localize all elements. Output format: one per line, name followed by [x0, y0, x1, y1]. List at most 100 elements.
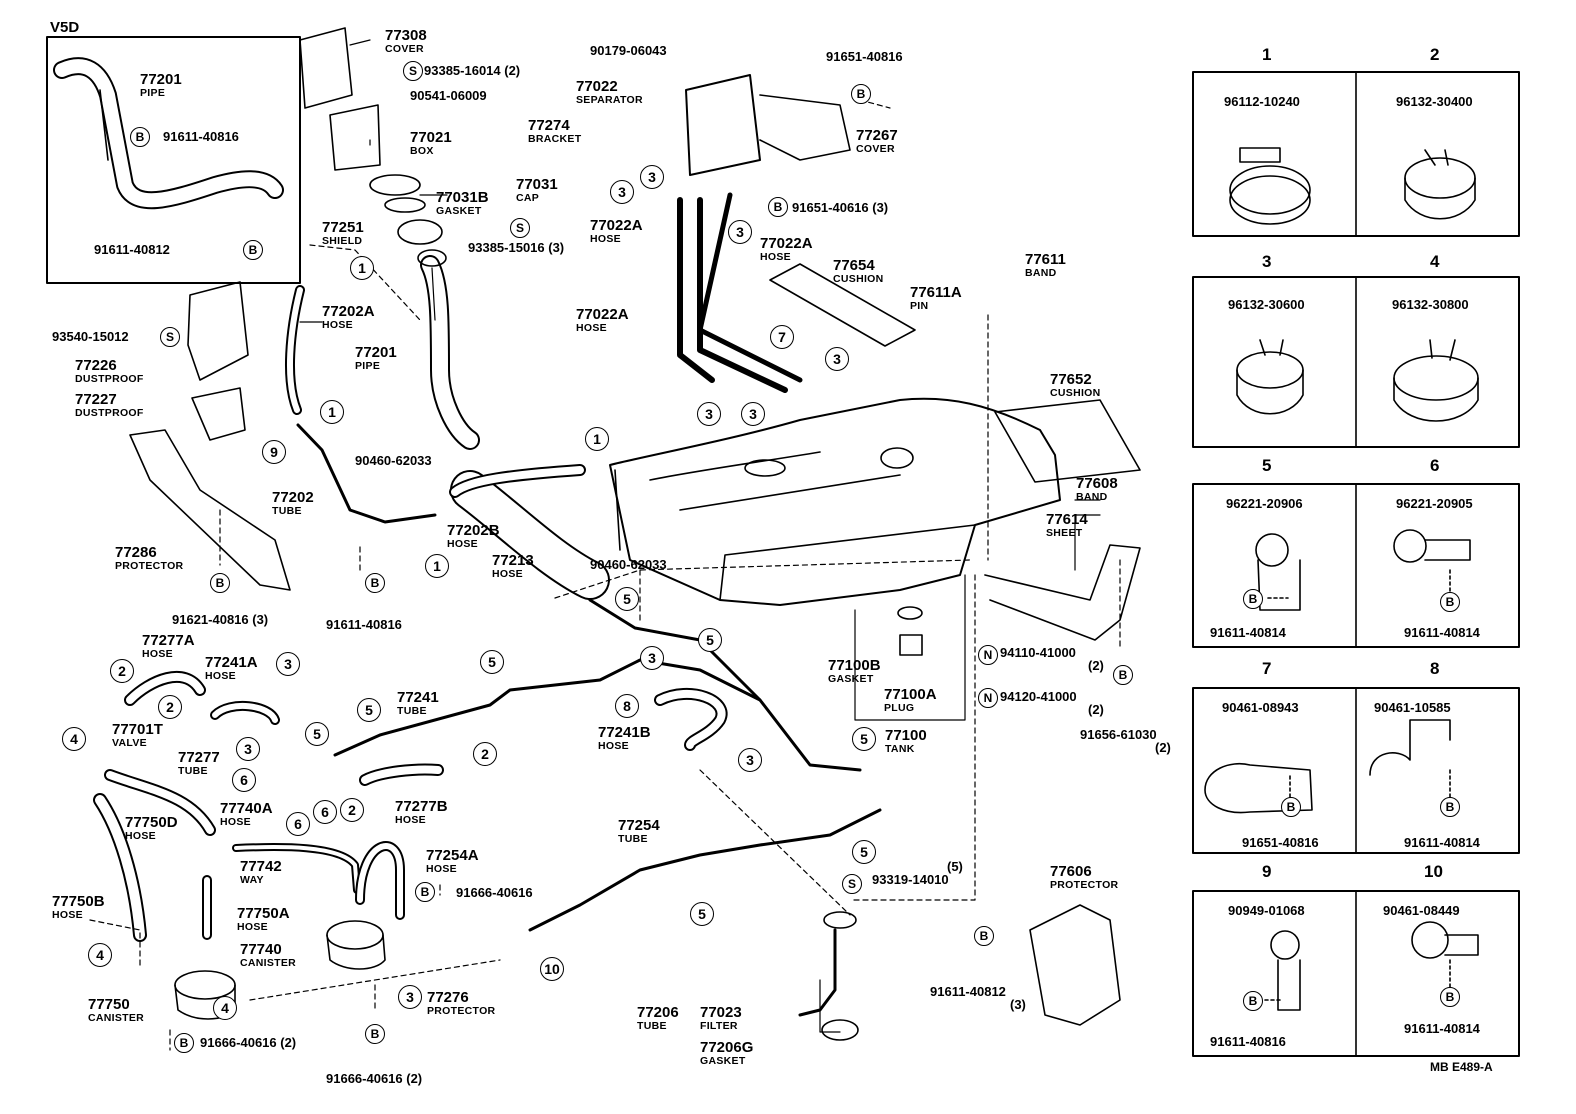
- clamp-bolt: 91611-40814: [1404, 1021, 1480, 1036]
- clamp-ref-4: 4: [62, 727, 86, 751]
- clamp-part: 90461-10585: [1374, 700, 1451, 715]
- nut-marker: N: [978, 645, 998, 665]
- clamp-part: 96112-10240: [1224, 94, 1300, 109]
- clamp-ref-5: 5: [480, 650, 504, 674]
- callout: 94120-41000(2): [1000, 689, 1104, 717]
- clamp-ref-4: 4: [213, 996, 237, 1020]
- cover-77267: [759, 94, 851, 161]
- bolt-marker: B: [174, 1033, 194, 1053]
- clamp-part: 90461-08449: [1383, 903, 1460, 918]
- clamp-ref-3: 3: [236, 737, 260, 761]
- clamp-index: 1: [1262, 45, 1272, 64]
- clamp-ref-5: 5: [615, 587, 639, 611]
- clamp-ref-2: 2: [473, 742, 497, 766]
- callout: 91656-61030(2): [1080, 727, 1171, 755]
- callout: 90541-06009: [410, 88, 487, 103]
- clamp-ref-1: 1: [585, 427, 609, 451]
- clamp-ref-2: 2: [340, 798, 364, 822]
- clamp-ref-6: 6: [232, 768, 256, 792]
- clamp-ref-3: 3: [741, 402, 765, 426]
- callout: 93385-16014 (2): [424, 63, 521, 78]
- clamp-ref-1: 1: [350, 256, 374, 280]
- callout: 90460-62033: [355, 453, 432, 468]
- clamp-ref-1: 1: [425, 554, 449, 578]
- inset-frame: [46, 36, 301, 284]
- clamp-ref-5: 5: [852, 727, 876, 751]
- clamp-part: 96132-30400: [1396, 94, 1473, 109]
- clamp-ref-2: 2: [110, 659, 134, 683]
- clamp-index: 9: [1262, 862, 1272, 881]
- screw-marker: S: [842, 874, 862, 894]
- bolt-marker: B: [210, 573, 230, 593]
- cushion-77652: [994, 399, 1141, 483]
- callout: 91621-40816 (3): [172, 612, 269, 627]
- callout: 91611-40816: [163, 129, 239, 144]
- clamp-part: 96132-30800: [1392, 297, 1469, 312]
- bolt-marker: B: [1113, 665, 1133, 685]
- clamp-bolt: 91611-40814: [1210, 625, 1286, 640]
- clamp-ref-3: 3: [398, 985, 422, 1009]
- bolt-marker: B: [1243, 991, 1263, 1011]
- clamp-index: 2: [1430, 45, 1440, 64]
- clamp-index: 3: [1262, 252, 1272, 271]
- clamp-index: 8: [1430, 659, 1440, 678]
- clamp-bolt: 91611-40814: [1404, 625, 1480, 640]
- clamp-ref-6: 6: [286, 812, 310, 836]
- clamp-part: 90461-08943: [1222, 700, 1299, 715]
- clamp-ref-3: 3: [728, 220, 752, 244]
- clamp-ref-2: 2: [158, 695, 182, 719]
- bolt-marker: B: [365, 573, 385, 593]
- clamp-part: 96132-30600: [1228, 297, 1305, 312]
- clamp-ref-5: 5: [698, 628, 722, 652]
- clamp-part: 96221-20905: [1396, 496, 1473, 511]
- bolt-marker: B: [415, 882, 435, 902]
- screw-marker: S: [403, 61, 423, 81]
- nut-marker: N: [978, 688, 998, 708]
- clamp-ref-3: 3: [697, 402, 721, 426]
- callout: 91666-40616 (2): [326, 1071, 423, 1086]
- bolt-marker: B: [130, 127, 150, 147]
- bolt-marker: B: [1281, 797, 1301, 817]
- band-77608: [984, 544, 1141, 641]
- bolt-marker: B: [974, 926, 994, 946]
- clamp-ref-3: 3: [640, 646, 664, 670]
- bolt-marker: B: [365, 1024, 385, 1044]
- clamp-index: 4: [1430, 252, 1440, 271]
- callout: 91666-40616 (2): [200, 1035, 297, 1050]
- clamp-part: 96221-20906: [1226, 496, 1303, 511]
- clamp-ref-6: 6: [313, 800, 337, 824]
